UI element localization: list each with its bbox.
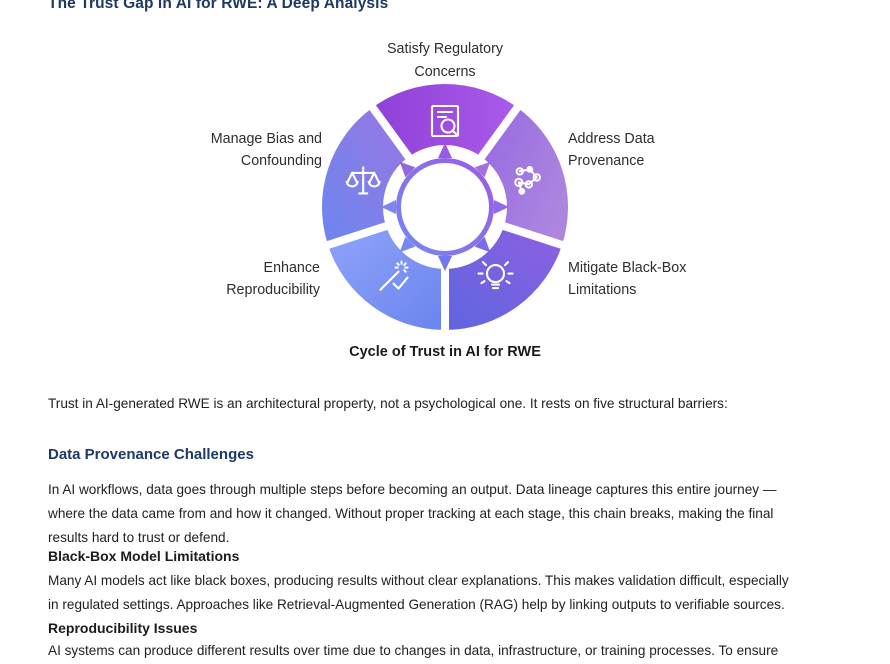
label-line: Limitations (568, 282, 637, 298)
center-ring (396, 158, 494, 256)
section-heading-reproducibility: Reproducibility Issues (48, 620, 198, 636)
cycle-arrows (381, 143, 509, 271)
balance-scales-icon (345, 166, 381, 195)
section-body-reproducibility: AI systems can produce different results… (48, 643, 779, 658)
wedge-address-provenance (478, 107, 569, 245)
center-hub (383, 145, 507, 269)
intro-paragraph: Trust in AI-generated RWE is an architec… (48, 396, 728, 411)
document-search-icon (430, 104, 460, 138)
label-line: Confounding (240, 153, 322, 169)
label-enhance-reproducibility: Enhance Reproducibility (110, 257, 320, 301)
label-manage-bias: Manage Bias and Confounding (110, 128, 322, 172)
label-line: Provenance (568, 153, 645, 169)
section-body-blackbox: Many AI models act like black boxes, pro… (48, 573, 789, 612)
label-line: Address Data (568, 131, 655, 147)
page-title: The Trust Gap in AI for RWE: A Deep Anal… (48, 0, 389, 12)
label-line: Mitigate Black-Box (568, 260, 687, 276)
label-line: Satisfy Regulatory (386, 41, 503, 57)
magic-wand-icon (379, 260, 409, 291)
figure-caption: Cycle of Trust in AI for RWE (349, 344, 541, 360)
label-line: Concerns (414, 64, 476, 80)
label-mitigate-blackbox: Mitigate Black-Box Limitations (568, 257, 788, 301)
label-address-provenance: Address Data Provenance (568, 128, 788, 172)
molecule-network-icon (514, 166, 542, 195)
wedge-reproducibility (328, 224, 445, 330)
section-heading-blackbox: Black-Box Model Limitations (48, 548, 240, 564)
trust-cycle-diagram (321, 84, 569, 332)
wedge-bias (321, 107, 412, 245)
label-satisfy-regulatory: Satisfy Regulatory Concerns (325, 38, 565, 84)
trust-cycle-figure: Satisfy Regulatory Concerns Manage Bias … (110, 38, 788, 360)
lightbulb-icon (477, 261, 514, 290)
label-line: Manage Bias and (210, 131, 322, 147)
wedge-satisfy-regulatory (372, 84, 518, 161)
label-line: Enhance (263, 260, 320, 276)
section-heading-data-provenance: Data Provenance Challenges (48, 446, 254, 463)
label-line: Reproducibility (226, 282, 320, 298)
section-body-data-provenance: In AI workflows, data goes through multi… (48, 482, 777, 545)
